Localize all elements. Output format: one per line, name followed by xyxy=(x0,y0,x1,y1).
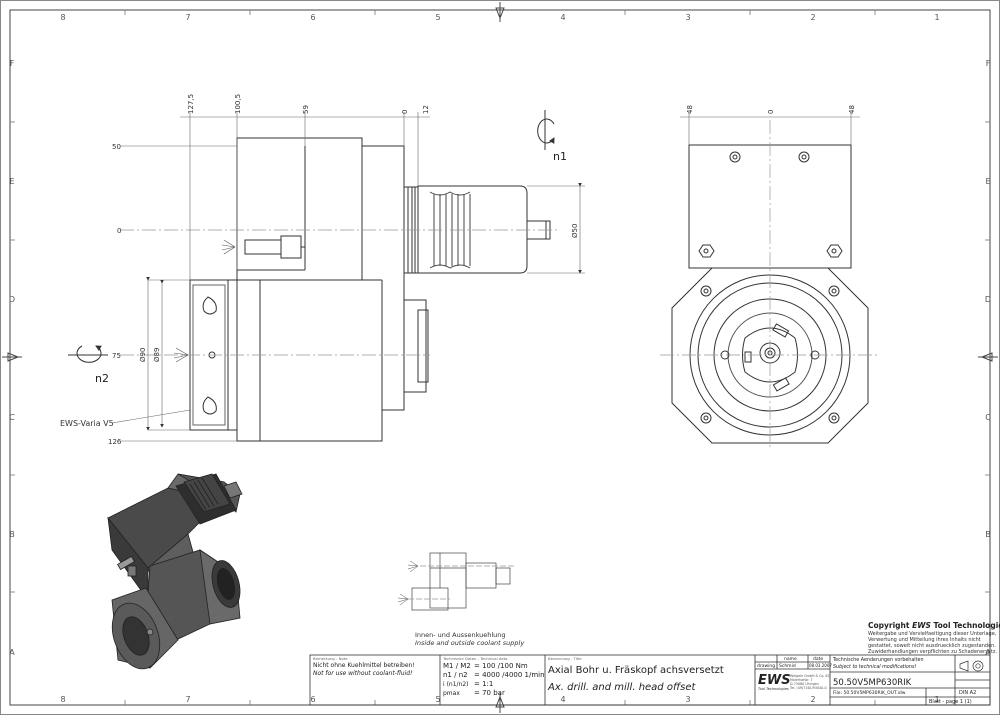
coolant-schematic xyxy=(397,552,515,611)
coolant-text-en: Inside and outside coolant supply xyxy=(415,639,524,647)
company-line-3: D-73080 Uhingen xyxy=(790,682,819,686)
hdr-date: date xyxy=(813,656,823,662)
copyright-prefix: Copyright xyxy=(868,621,912,630)
copyright-line-3: gestattet, soweit nicht ausdruecklich zu… xyxy=(868,643,996,649)
front-dim-48-left: 48 xyxy=(686,105,694,114)
tech-note-en: Subject to technical modifications! xyxy=(833,664,916,670)
dim-126-left: 126 xyxy=(108,438,122,446)
tech-val-3: = 1:1 xyxy=(474,680,493,688)
front-view xyxy=(660,112,880,450)
copyright-title: Copyright EWS Tool Technologies xyxy=(868,621,1000,630)
col-label-7-bottom: 7 xyxy=(185,695,190,704)
col-label-4-bottom: 4 xyxy=(560,695,565,704)
row-label-b-right: B xyxy=(985,530,991,539)
dim-75-left: 75 xyxy=(112,352,121,360)
dim-59: 59 xyxy=(302,105,310,114)
row-label-a: A xyxy=(9,648,15,657)
hdr-name: name xyxy=(784,657,797,662)
row-label-d-right: D xyxy=(985,295,991,304)
front-dim-48-right: 48 xyxy=(848,105,856,114)
dim-12: 12 xyxy=(422,105,430,114)
row-label-e: E xyxy=(9,177,14,186)
col-label-3-bottom: 3 xyxy=(685,695,690,704)
dim-0-top: 0 xyxy=(401,110,409,114)
row-label-d: D xyxy=(9,295,15,304)
remark-caption: Bemerkung - Note xyxy=(313,656,348,661)
tech-key-1: M1 / M2 xyxy=(443,662,471,670)
col-label-6-bottom: 6 xyxy=(310,695,315,704)
company-line-4: Tel. (49)7161/93040-0 xyxy=(789,686,827,690)
company-logo-sub: Tool Technologies xyxy=(758,687,789,691)
projection-symbol-icon xyxy=(959,660,984,672)
coolant-text-de: Innen- und Aussenkuehlung xyxy=(415,631,506,639)
col-label-3: 3 xyxy=(685,13,690,22)
drawing-name: Schmid xyxy=(779,663,796,669)
remark-de: Nicht ohne Kuehlmittel betreiben! xyxy=(313,662,415,669)
tech-note-de: Technische Aenderungen vorbehalten xyxy=(832,657,924,663)
col-label-2-bottom: 2 xyxy=(810,695,815,704)
col-label-4: 4 xyxy=(560,13,565,22)
row-label-a-right: A xyxy=(985,648,991,657)
col-label-8: 8 xyxy=(60,13,65,22)
copyright-suffix: Tool Technologies xyxy=(931,621,1000,630)
col-label-5-bottom: 5 xyxy=(435,695,440,704)
col-label-5: 5 xyxy=(435,13,440,22)
tech-key-4: pmax xyxy=(443,690,460,697)
tech-key-2: n1 / n2 xyxy=(443,671,468,679)
isometric-render xyxy=(107,473,243,670)
title-en: Ax. drill. and mill. head offset xyxy=(547,682,697,693)
col-label-1: 1 xyxy=(934,13,939,22)
dim-100-5: 100,5 xyxy=(234,94,242,114)
page-number: Blatt - page 1 (1) xyxy=(929,699,972,705)
col-label-6: 6 xyxy=(310,13,315,22)
row-label-f: F xyxy=(10,59,15,68)
col-label-7: 7 xyxy=(185,13,190,22)
dim-dia-90: Ø90 xyxy=(139,348,147,362)
rotation-n2-label: n2 xyxy=(95,372,109,385)
title-block xyxy=(309,654,991,706)
dim-dia-50: Ø50 xyxy=(571,224,579,238)
dim-50-left: 50 xyxy=(112,143,121,151)
tech-val-4: = 70 bar xyxy=(474,689,505,697)
drawing-date: 08.03.2007 xyxy=(809,663,832,668)
title-caption: Benennung - Title xyxy=(548,656,582,661)
dim-127-5: 127,5 xyxy=(187,94,195,114)
col-label-2: 2 xyxy=(810,13,815,22)
copyright-line-4: Zuwiderhandlungen verpflichten zu Schade… xyxy=(868,649,997,655)
company-logo: EWS xyxy=(758,673,791,688)
side-view xyxy=(68,110,585,442)
copyright-brand: EWS xyxy=(912,621,931,630)
company-line-2: Maierhofstr. 7 xyxy=(790,678,813,682)
row-label-e-right: E xyxy=(985,177,990,186)
title-de: Axial Bohr u. Fräskopf achsversetzt xyxy=(548,665,724,676)
col-label-1-bottom: 1 xyxy=(934,695,939,704)
drawing-label: drawing xyxy=(757,663,775,669)
company-line-1: Weigele GmbH & Co. KG xyxy=(790,674,831,678)
copyright-line-2: Verwertung und Mitteilung ihres Inhalts … xyxy=(868,637,981,643)
tech-caption: Technische Daten - Technical data xyxy=(442,656,507,661)
dim-dia-89: Ø89 xyxy=(153,348,161,362)
row-label-c: C xyxy=(9,413,15,422)
tech-key-3: i (n1/n2) xyxy=(443,681,469,688)
sheet-size: DIN A2 xyxy=(959,690,976,696)
row-label-c-right: C xyxy=(985,413,991,422)
front-dim-0: 0 xyxy=(767,110,775,114)
col-label-8-bottom: 8 xyxy=(60,695,65,704)
file-name: File: 50.50V5MP630RIK_OUT.idw xyxy=(833,690,906,696)
copyright-line-1: Weitergabe und Vervielfaeltigung dieser … xyxy=(868,631,997,637)
dim-0-left: 0 xyxy=(117,227,121,235)
tech-val-2: = 4000 /4000 1/min xyxy=(474,671,545,679)
tech-val-1: = 100 /100 Nm xyxy=(474,662,528,670)
row-label-f-right: F xyxy=(986,59,991,68)
rotation-n1-label: n1 xyxy=(553,150,567,163)
remark-en: Not for use without coolant-fluid! xyxy=(313,670,412,677)
callout-ews-varia: EWS-Varia V5 xyxy=(60,419,114,428)
row-label-b: B xyxy=(9,530,15,539)
part-number: 50.50V5MP630RIK xyxy=(833,678,912,688)
